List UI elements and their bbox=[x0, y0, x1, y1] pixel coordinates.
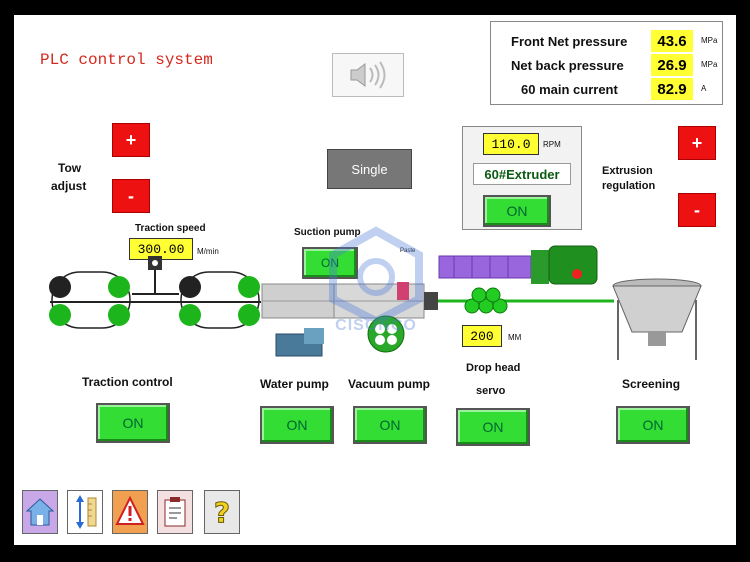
home-button[interactable] bbox=[22, 490, 58, 534]
drop-head-unit: MM bbox=[508, 333, 522, 342]
net-back-pressure-label: Net back pressure bbox=[511, 58, 624, 73]
pressure-panel: Front Net pressure 43.6 MPa Net back pre… bbox=[490, 21, 723, 105]
watermark-text: CISONCO bbox=[335, 317, 417, 334]
water-pump-graphic bbox=[275, 328, 324, 357]
main-current-label: 60 main current bbox=[521, 82, 618, 97]
watermark-logo: CISONCO bbox=[321, 225, 431, 337]
traction-control-label: Traction control bbox=[82, 375, 173, 389]
main-current-row: 60 main current 82.9 A bbox=[505, 78, 715, 102]
extrusion-label-line2: regulation bbox=[602, 180, 656, 192]
sound-button[interactable] bbox=[332, 53, 404, 97]
page-title: PLC control system bbox=[40, 51, 213, 69]
extruder-rpm-unit: RPM bbox=[543, 140, 561, 149]
drop-head-value: 200 bbox=[462, 325, 502, 347]
suction-pump-label: Suction pump bbox=[294, 227, 361, 238]
adjust-button[interactable] bbox=[67, 490, 103, 534]
water-pump-label: Water pump bbox=[260, 377, 329, 391]
extruder-name: 60#Extruder bbox=[473, 163, 571, 185]
ruler-adjust-icon bbox=[76, 495, 97, 529]
screening-label: Screening bbox=[622, 377, 681, 391]
tow-minus-button[interactable]: - bbox=[112, 179, 150, 213]
tow-label-line2: adjust bbox=[51, 179, 87, 193]
drop-head-label-line1: Drop head bbox=[466, 362, 521, 374]
screening-on-button[interactable]: ON bbox=[616, 406, 690, 444]
svg-text:?: ? bbox=[214, 496, 230, 529]
hmi-screen: PLC control system Front Net pressure 43… bbox=[14, 15, 736, 545]
tow-plus-button[interactable]: + bbox=[112, 123, 150, 157]
help-icon: ? bbox=[213, 496, 230, 530]
alarm-warning-icon bbox=[115, 495, 145, 525]
screening-hopper bbox=[612, 278, 702, 360]
traction-speed-unit: M/min bbox=[197, 247, 219, 256]
drop-head-rollers bbox=[464, 287, 508, 314]
report-button[interactable] bbox=[157, 490, 193, 534]
traction-unit-right bbox=[179, 271, 261, 329]
help-button[interactable]: ? bbox=[204, 490, 240, 534]
main-current-unit: A bbox=[701, 84, 707, 93]
suction-pump-on-button[interactable]: ON bbox=[302, 247, 358, 279]
tow-label-line1: Tow bbox=[58, 161, 82, 175]
extruder-motor bbox=[548, 245, 598, 285]
extruder-on-button[interactable]: ON bbox=[483, 195, 551, 227]
front-net-pressure-unit: MPa bbox=[701, 36, 718, 45]
vacuum-pump-on-button[interactable]: ON bbox=[353, 406, 427, 444]
alarm-button[interactable] bbox=[112, 490, 148, 534]
front-net-pressure-value: 43.6 bbox=[651, 30, 693, 52]
front-net-pressure-row: Front Net pressure 43.6 MPa bbox=[505, 30, 718, 54]
single-mode-button[interactable]: Single bbox=[327, 149, 412, 189]
vacuum-pump-label: Vacuum pump bbox=[348, 377, 431, 391]
paste-dispenser bbox=[397, 282, 409, 300]
extrusion-minus-button[interactable]: - bbox=[678, 193, 716, 227]
drop-head-on-button[interactable]: ON bbox=[456, 408, 530, 446]
extruder-rpm-value: 110.0 bbox=[483, 133, 539, 155]
traction-speed-label: Traction speed bbox=[135, 223, 206, 234]
extrusion-label-line1: Extrusion bbox=[602, 165, 653, 177]
net-back-pressure-row: Net back pressure 26.9 MPa bbox=[505, 54, 718, 78]
report-clipboard-icon bbox=[164, 497, 186, 527]
water-pump-on-button[interactable]: ON bbox=[260, 406, 334, 444]
extruder-barrel bbox=[438, 255, 532, 279]
traction-unit-left bbox=[49, 271, 132, 329]
net-back-pressure-value: 26.9 bbox=[651, 54, 693, 76]
net-back-pressure-unit: MPa bbox=[701, 60, 718, 69]
drop-head-label-line2: servo bbox=[476, 385, 506, 397]
speaker-icon bbox=[350, 61, 386, 89]
front-net-pressure-label: Front Net pressure bbox=[511, 34, 628, 49]
main-current-value: 82.9 bbox=[651, 78, 693, 100]
watermark-icon bbox=[329, 226, 423, 326]
production-line-diagram bbox=[49, 245, 702, 360]
paste-label: Paste bbox=[400, 248, 416, 254]
home-icon bbox=[25, 498, 55, 526]
traction-control-on-button[interactable]: ON bbox=[96, 403, 170, 443]
vacuum-pump-graphic bbox=[367, 315, 405, 353]
extruder-panel: 110.0 RPM 60#Extruder ON bbox=[462, 126, 582, 230]
extrusion-plus-button[interactable]: + bbox=[678, 126, 716, 160]
